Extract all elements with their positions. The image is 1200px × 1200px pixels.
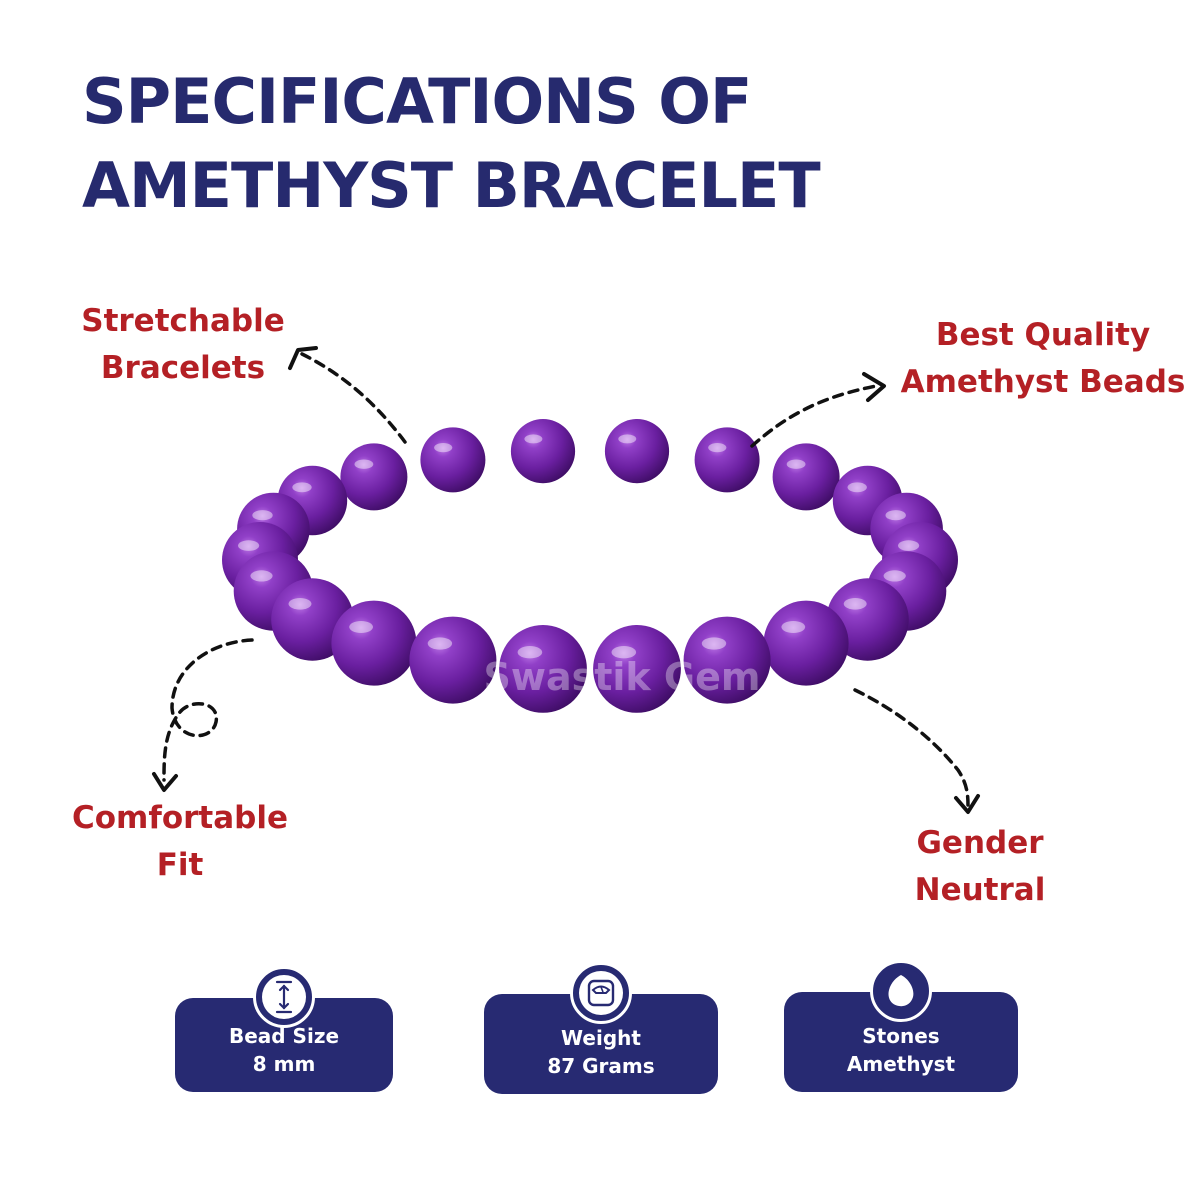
bead xyxy=(420,427,486,493)
arrow-gender xyxy=(853,688,970,807)
stones-value: Amethyst xyxy=(846,1052,956,1076)
bead-highlight xyxy=(524,434,543,444)
feature-comfort: Comfortable Fit xyxy=(60,795,300,889)
bead-highlight xyxy=(427,637,453,650)
arrowhead-quality xyxy=(862,372,886,402)
arrowhead-stretchable xyxy=(288,346,318,370)
bead xyxy=(694,427,760,493)
arrowhead-gender xyxy=(954,794,980,814)
bead xyxy=(772,443,840,511)
bead-highlight xyxy=(349,621,373,633)
bead xyxy=(763,600,849,686)
bead-highlight xyxy=(611,646,637,659)
bead-highlight xyxy=(288,598,312,610)
bracelet-front-beads xyxy=(222,522,958,713)
bead-highlight xyxy=(898,540,920,551)
feature-stretchable-line-2: Bracelets xyxy=(100,350,266,386)
feature-gender: Gender Neutral xyxy=(870,820,1090,914)
bead xyxy=(409,616,497,704)
bead-highlight xyxy=(847,482,867,493)
page-title-line-1: SPECIFICATIONS OF xyxy=(82,65,752,138)
feature-quality-line-1: Best Quality xyxy=(935,317,1151,353)
spec-card-stones: Stones Amethyst xyxy=(784,960,1018,1092)
arrow-comfort xyxy=(162,638,254,782)
bead xyxy=(499,625,587,713)
arrowhead-comfort xyxy=(152,772,178,792)
feature-quality: Best Quality Amethyst Beads xyxy=(898,312,1188,406)
gem-drop-icon xyxy=(870,960,932,1022)
bead xyxy=(604,419,670,484)
bead-highlight xyxy=(701,637,727,650)
bead-highlight xyxy=(517,646,543,659)
spec-card-weight: Weight 87 Grams xyxy=(484,962,718,1094)
page-title: SPECIFICATIONS OF AMETHYST BRACELET xyxy=(82,60,821,228)
bead xyxy=(683,616,771,704)
bead xyxy=(331,600,417,686)
bead-size-label: Bead Size xyxy=(228,1024,340,1048)
feature-comfort-line-1: Comfortable xyxy=(71,800,288,836)
bead-highlight xyxy=(434,443,453,453)
bead-size-value: 8 mm xyxy=(252,1052,316,1076)
scale-icon xyxy=(570,962,632,1024)
spec-card-bead-size: Bead Size 8 mm xyxy=(175,966,393,1092)
arrow-stretchable xyxy=(300,352,407,444)
arrow-quality xyxy=(750,384,878,448)
watermark-text: Swastik Gem xyxy=(484,655,761,699)
bead-highlight xyxy=(618,434,637,444)
bead xyxy=(340,443,408,511)
bead-highlight xyxy=(292,482,312,493)
bead-highlight xyxy=(708,443,727,453)
bead-highlight xyxy=(238,540,260,551)
bead xyxy=(593,625,681,713)
feature-quality-line-2: Amethyst Beads xyxy=(900,364,1186,400)
bead xyxy=(510,419,576,484)
bead-highlight xyxy=(250,570,273,582)
bead-highlight xyxy=(781,621,806,633)
bracelet-back-beads xyxy=(237,419,943,566)
stones-label: Stones xyxy=(862,1024,940,1048)
bead-highlight xyxy=(885,510,906,521)
resize-vertical-icon xyxy=(253,966,315,1028)
weight-label: Weight xyxy=(561,1026,641,1050)
feature-gender-line-2: Neutral xyxy=(914,872,1046,908)
bead-highlight xyxy=(883,570,906,582)
feature-stretchable-line-1: Stretchable xyxy=(81,303,285,339)
feature-gender-line-1: Gender xyxy=(916,825,1044,861)
bead-highlight xyxy=(843,598,867,610)
bead-highlight xyxy=(786,459,806,469)
weight-value: 87 Grams xyxy=(547,1054,655,1078)
bead-highlight xyxy=(354,459,374,469)
page-title-line-2: AMETHYST BRACELET xyxy=(82,149,821,222)
feature-stretchable: Stretchable Bracelets xyxy=(72,298,294,392)
feature-comfort-line-2: Fit xyxy=(156,847,204,883)
bead-highlight xyxy=(252,510,273,521)
